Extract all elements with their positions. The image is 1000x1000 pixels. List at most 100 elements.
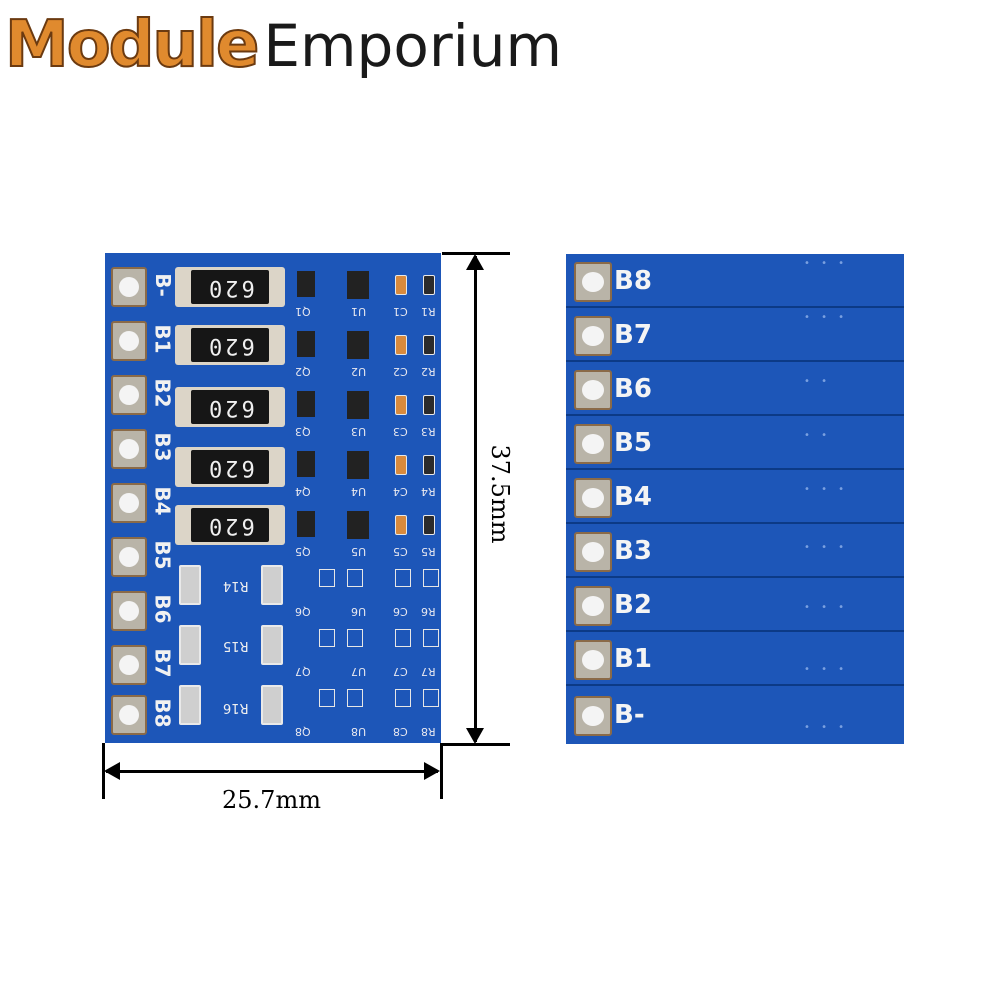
silk-q: Q1 [295, 305, 311, 318]
dim-height-arrow-up [466, 254, 484, 270]
solder-pad [574, 640, 612, 680]
empty-footprint [347, 569, 363, 587]
back-strip: B6 • • [566, 362, 904, 416]
silk-u: U5 [351, 545, 367, 558]
silk-r: R1 [421, 305, 436, 318]
back-label: B1 [614, 644, 652, 674]
solder-pad [111, 429, 147, 469]
silk-r: R3 [421, 425, 436, 438]
back-label: B4 [614, 482, 652, 512]
dim-height-label: 37.5mm [486, 444, 514, 544]
silk-c: C4 [393, 485, 408, 498]
silk-q: Q5 [295, 545, 311, 558]
front-label: B3 [151, 432, 176, 462]
solder-pad [574, 424, 612, 464]
transistor [297, 271, 315, 297]
silk-r: R5 [421, 545, 436, 558]
silk-q: Q2 [295, 365, 311, 378]
silk-r: R2 [421, 365, 436, 378]
back-label: B5 [614, 428, 652, 458]
empty-pad [261, 565, 283, 605]
protection-ic [347, 391, 369, 419]
silk-q: Q7 [295, 665, 311, 678]
empty-footprint [423, 629, 439, 647]
solder-pad [111, 591, 147, 631]
resistor-small [423, 455, 435, 475]
silk-r16: R16 [223, 700, 249, 715]
empty-footprint [319, 569, 335, 587]
silk-c: C8 [393, 725, 408, 738]
solder-pad [111, 375, 147, 415]
back-strip: B1 • • • [566, 632, 904, 686]
resistor-small [423, 335, 435, 355]
back-strip: B- • • • [566, 686, 904, 744]
silk-q: Q8 [295, 725, 311, 738]
smd-resistor: 620 [175, 505, 285, 545]
solder-pad [574, 478, 612, 518]
empty-pad [179, 565, 201, 605]
resistor-small [423, 515, 435, 535]
solder-pad [111, 645, 147, 685]
via-dots: • • [804, 430, 831, 441]
dim-width-line [106, 770, 438, 773]
solder-pad [111, 537, 147, 577]
solder-pad [111, 695, 147, 735]
empty-footprint [395, 629, 411, 647]
via-dots: • • • [804, 484, 849, 495]
empty-footprint [347, 689, 363, 707]
empty-footprint [395, 689, 411, 707]
solder-pad [574, 370, 612, 410]
back-label: B- [614, 700, 645, 730]
protection-ic [347, 331, 369, 359]
dim-width-label: 25.7mm [222, 786, 321, 814]
via-dots: • • [804, 376, 831, 387]
back-strip: B7 • • • [566, 308, 904, 362]
dim-width-right-tick [440, 743, 443, 799]
silk-c: C3 [393, 425, 408, 438]
silk-r: R7 [421, 665, 436, 678]
transistor [297, 331, 315, 357]
back-label: B3 [614, 536, 652, 566]
silk-r: R8 [421, 725, 436, 738]
silk-u: U8 [351, 725, 367, 738]
back-strip: B3 • • • [566, 524, 904, 578]
smd-resistor: 620 [175, 325, 285, 365]
dim-height-arrow-down [466, 728, 484, 744]
brand-name-emporium: Emporium [263, 12, 563, 80]
via-dots: • • • [804, 602, 849, 613]
silk-u: U3 [351, 425, 367, 438]
via-dots: • • • [804, 722, 849, 733]
capacitor [395, 515, 407, 535]
silk-u: U2 [351, 365, 367, 378]
capacitor [395, 275, 407, 295]
solder-pad [111, 483, 147, 523]
front-label: B8 [151, 698, 176, 728]
protection-ic [347, 271, 369, 299]
front-label: B- [150, 273, 175, 297]
front-label: B6 [151, 594, 176, 624]
silk-r15: R15 [223, 638, 249, 653]
dim-height-top-tick [442, 252, 510, 255]
capacitor [395, 455, 407, 475]
capacitor [395, 335, 407, 355]
empty-footprint [395, 569, 411, 587]
empty-footprint [347, 629, 363, 647]
silk-u: U1 [351, 305, 367, 318]
back-strip: B4 • • • [566, 470, 904, 524]
front-label: B5 [151, 540, 176, 570]
silk-c: C1 [393, 305, 408, 318]
front-label: B2 [151, 378, 176, 408]
solder-pad [574, 586, 612, 626]
back-strip: B8 • • • [566, 254, 904, 308]
smd-resistor: 620 [175, 267, 285, 307]
back-label: B8 [614, 266, 652, 296]
back-label: B6 [614, 374, 652, 404]
silk-r14: R14 [223, 578, 249, 593]
dim-width-arrow-right [424, 762, 440, 780]
transistor [297, 451, 315, 477]
front-label: B7 [151, 648, 176, 678]
smd-resistor: 620 [175, 387, 285, 427]
silk-q: Q4 [295, 485, 311, 498]
silk-u: U4 [351, 485, 367, 498]
dim-height-line [474, 256, 477, 742]
